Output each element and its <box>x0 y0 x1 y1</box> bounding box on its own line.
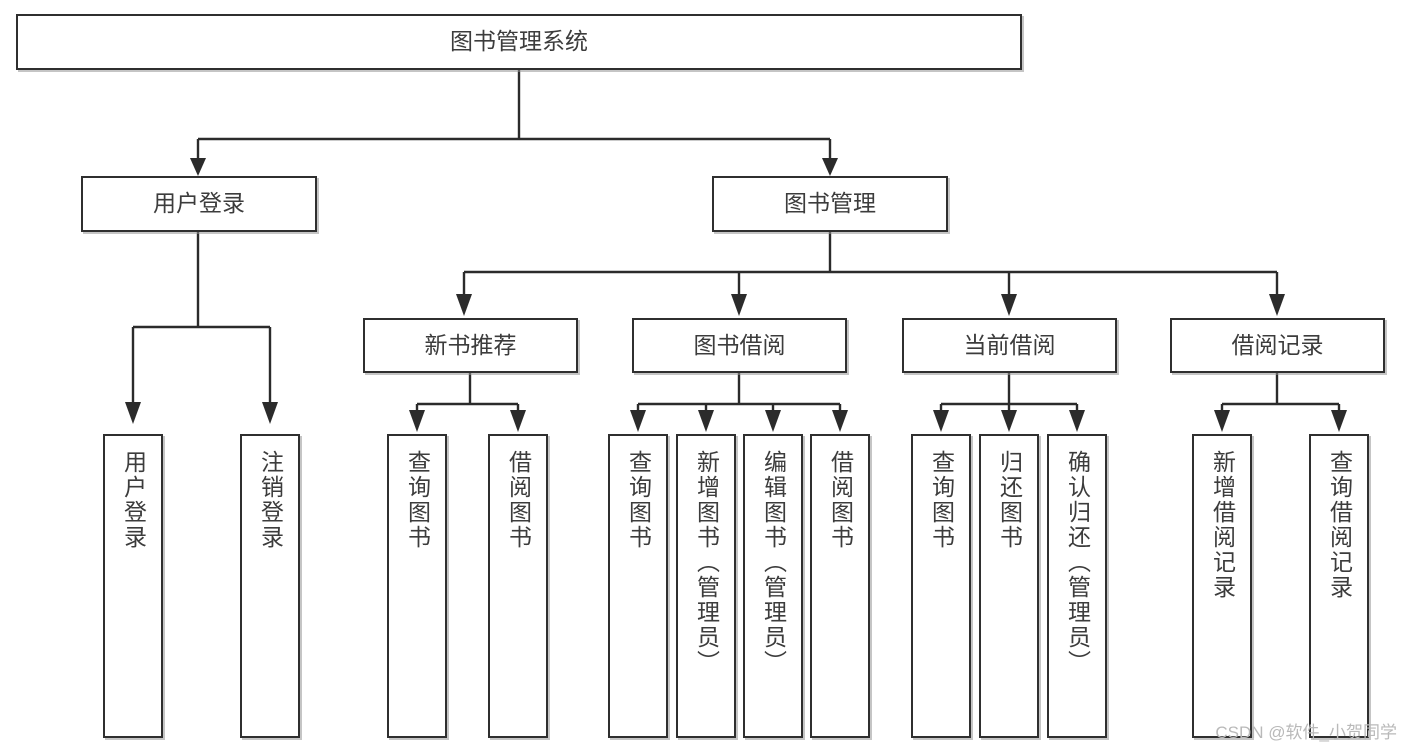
node-label: 借阅图书 <box>827 450 854 550</box>
leaf-book-borrow-add-book-admin[interactable]: 新增图书（管理员） <box>676 434 736 738</box>
leaf-current-borrow-confirm-return-admin[interactable]: 确认归还（管理员） <box>1047 434 1107 738</box>
leaf-book-borrow-edit-book-admin[interactable]: 编辑图书（管理员） <box>743 434 803 738</box>
node-label: 图书管理系统 <box>450 28 588 55</box>
connector-userlogin-to-leaves <box>125 232 278 424</box>
leaf-user-login-login[interactable]: 用户登录 <box>103 434 163 738</box>
leaf-book-borrow-query-books[interactable]: 查询图书 <box>608 434 668 738</box>
node-label: 用户登录 <box>153 190 245 217</box>
watermark-text: CSDN @软件_小贺同学 <box>1215 723 1397 742</box>
node-label: 新增借阅记录 <box>1209 450 1236 600</box>
node-label: 图书借阅 <box>693 331 786 358</box>
node-label: 查询图书 <box>404 450 431 550</box>
leaf-new-book-query-books[interactable]: 查询图书 <box>387 434 447 738</box>
leaf-user-login-logout[interactable]: 注销登录 <box>240 434 300 738</box>
connector-borrowrecord-to-leaves <box>1214 373 1347 432</box>
node-label: 确认归还（管理员） <box>1064 450 1091 675</box>
connector-root-to-level2 <box>190 70 838 176</box>
node-label: 查询图书 <box>928 450 955 550</box>
leaf-borrow-record-query-record[interactable]: 查询借阅记录 <box>1309 434 1369 738</box>
node-label: 注销登录 <box>257 450 284 550</box>
node-label: 图书管理 <box>784 190 876 217</box>
node-label: 用户登录 <box>120 450 147 550</box>
node-label: 查询图书 <box>625 450 652 550</box>
connector-currentborrow-to-leaves <box>933 373 1085 432</box>
node-book-management[interactable]: 图书管理 <box>712 176 948 232</box>
node-label: 编辑图书（管理员） <box>760 450 787 675</box>
node-label: 新增图书（管理员） <box>693 450 720 675</box>
leaf-current-borrow-return-books[interactable]: 归还图书 <box>979 434 1039 738</box>
connector-bookmgmt-to-level3 <box>456 232 1285 316</box>
connector-bookborrow-to-leaves <box>630 373 848 432</box>
connector-newbook-to-leaves <box>409 373 526 432</box>
node-borrow-record[interactable]: 借阅记录 <box>1170 318 1385 373</box>
node-new-book-recommend[interactable]: 新书推荐 <box>363 318 578 373</box>
node-label: 当前借阅 <box>963 331 1056 358</box>
node-label: 借阅记录 <box>1231 331 1324 358</box>
node-label: 新书推荐 <box>424 331 517 358</box>
leaf-book-borrow-borrow-books[interactable]: 借阅图书 <box>810 434 870 738</box>
node-label: 归还图书 <box>996 450 1023 550</box>
node-root-book-management-system[interactable]: 图书管理系统 <box>16 14 1022 70</box>
node-book-borrow[interactable]: 图书借阅 <box>632 318 847 373</box>
node-user-login[interactable]: 用户登录 <box>81 176 317 232</box>
node-label: 借阅图书 <box>505 450 532 550</box>
node-label: 查询借阅记录 <box>1326 450 1353 600</box>
leaf-borrow-record-add-record[interactable]: 新增借阅记录 <box>1192 434 1252 738</box>
leaf-new-book-borrow-books[interactable]: 借阅图书 <box>488 434 548 738</box>
node-current-borrow[interactable]: 当前借阅 <box>902 318 1117 373</box>
leaf-current-borrow-query-books[interactable]: 查询图书 <box>911 434 971 738</box>
